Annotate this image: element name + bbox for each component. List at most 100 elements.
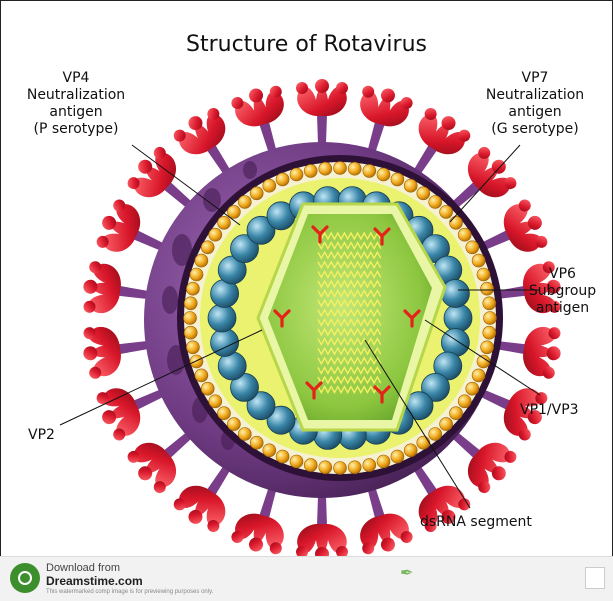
- vp7-bead: [208, 227, 223, 242]
- spike-icon: [79, 319, 152, 381]
- vp7-bead: [449, 216, 463, 230]
- vp7-bead: [376, 454, 391, 469]
- vp7-bead: [200, 381, 215, 396]
- vp7-bead: [403, 443, 418, 458]
- vp7-bead: [482, 296, 497, 311]
- polymerase-icon: [311, 225, 329, 244]
- vp7-bead: [465, 381, 480, 396]
- dsrna-strand: [317, 279, 382, 289]
- vp1-vp3-polymerase-complexes: [273, 225, 421, 404]
- diagram-title: Structure of Rotavirus: [186, 32, 427, 57]
- inner-core: [268, 214, 432, 420]
- vp7-bead: [186, 281, 200, 296]
- dsrna-strand: [317, 385, 382, 395]
- vp7-bead: [480, 340, 494, 355]
- vp7-bead: [439, 417, 453, 431]
- rotavirus-diagram: [59, 79, 565, 556]
- footer-note: This watermarked comp image is for previ…: [46, 589, 214, 595]
- vp7-bead: [483, 311, 497, 325]
- watermark-footer: Download from Dreamstime.com This waterm…: [0, 556, 613, 601]
- label-vp4-line4: (P serotype): [33, 121, 119, 137]
- footer-site-name[interactable]: Dreamstime.com: [46, 574, 143, 588]
- footer-mark-icon: ✒: [400, 563, 414, 582]
- vp7-bead: [347, 161, 362, 176]
- vp7-bead: [262, 178, 277, 193]
- vp7-bead: [457, 394, 472, 409]
- vp7-bead: [238, 427, 252, 441]
- vp7-bead: [362, 164, 377, 178]
- polymerase-icon: [373, 227, 391, 246]
- vp7-bead: [303, 458, 318, 472]
- vp7-bead: [476, 267, 491, 282]
- vp7-bead: [183, 311, 197, 325]
- dsrna-strand: [317, 365, 382, 375]
- vp7-bead: [275, 172, 290, 187]
- dsrna-strand: [317, 327, 382, 337]
- vp7-bead: [362, 458, 377, 472]
- dsrna-strand: [317, 356, 382, 366]
- footer-image-id-box: [585, 567, 605, 589]
- label-vp4: VP4 Neutralization antigen (P serotype): [16, 70, 136, 138]
- vp7-bead: [390, 172, 405, 187]
- dsrna-strand: [317, 337, 382, 347]
- vp6-bead: [207, 303, 237, 333]
- vp6-bead: [230, 234, 259, 264]
- vp7-bead: [289, 454, 304, 469]
- dreamstime-logo-icon: [10, 563, 40, 593]
- vp7-bead: [217, 216, 231, 230]
- vp7-bead: [403, 178, 418, 193]
- vp6-bead: [421, 372, 450, 402]
- dsrna-strand: [317, 289, 382, 299]
- label-vp6-line2: Subgroup: [528, 283, 597, 299]
- label-vp4-line2: Neutralization: [26, 87, 126, 103]
- vp7-bead: [333, 461, 347, 475]
- vp7-bead: [275, 449, 290, 464]
- dsrna-strand: [317, 260, 382, 270]
- vp7-bead: [439, 205, 453, 219]
- vp7-bead: [200, 240, 215, 255]
- vp7-bead: [449, 406, 463, 421]
- vp7-bead: [465, 240, 480, 255]
- vp7-bead: [227, 417, 241, 431]
- vp7-bead: [303, 164, 318, 178]
- vp7-bead: [480, 281, 494, 296]
- dsrna-strand: [317, 308, 382, 318]
- label-vp6: VP6 Subgroup antigen: [520, 266, 605, 317]
- vp7-bead: [183, 325, 198, 340]
- label-vp7-line4: (G serotype): [491, 121, 579, 137]
- label-vp6-line3: antigen: [535, 300, 590, 316]
- spike-icon: [296, 79, 348, 144]
- vp6-bead: [246, 215, 276, 245]
- dsrna-segments: [317, 231, 382, 395]
- vp7-bead: [194, 368, 209, 383]
- label-vp7: VP7 Neutralization antigen (G serotype): [470, 70, 600, 138]
- dsrna-strand: [317, 269, 382, 279]
- vp7-bead: [376, 167, 391, 182]
- vp6-bead: [440, 279, 470, 308]
- vp7-bead: [318, 460, 333, 475]
- vp6-bead: [246, 391, 276, 421]
- leader-lines: [59, 144, 541, 509]
- dsrna-strand: [317, 375, 382, 385]
- vp7-bead: [428, 195, 443, 209]
- vp7-bead: [249, 186, 264, 201]
- polymerase-icon: [305, 381, 323, 400]
- shell-pits: [162, 161, 257, 450]
- vp7-bead: [428, 427, 443, 441]
- vp7-bead: [333, 161, 347, 175]
- vp7-bead: [249, 435, 264, 450]
- vp7-bead: [262, 443, 277, 458]
- vp7-bead: [186, 340, 200, 355]
- polymerase-icon: [373, 385, 391, 404]
- vp7-bead: [189, 354, 204, 369]
- footer-download-text: Download from: [46, 562, 120, 574]
- spike-icon: [296, 496, 348, 556]
- vp7-bead: [347, 460, 362, 475]
- dsrna-strand: [317, 250, 382, 260]
- dsrna-strand: [317, 231, 382, 241]
- dsrna-strand: [317, 241, 382, 251]
- vp7-bead: [457, 227, 472, 242]
- vp7-bead: [194, 253, 209, 268]
- vp7-bead-ring: [183, 161, 497, 475]
- dsrna-strand: [317, 317, 382, 327]
